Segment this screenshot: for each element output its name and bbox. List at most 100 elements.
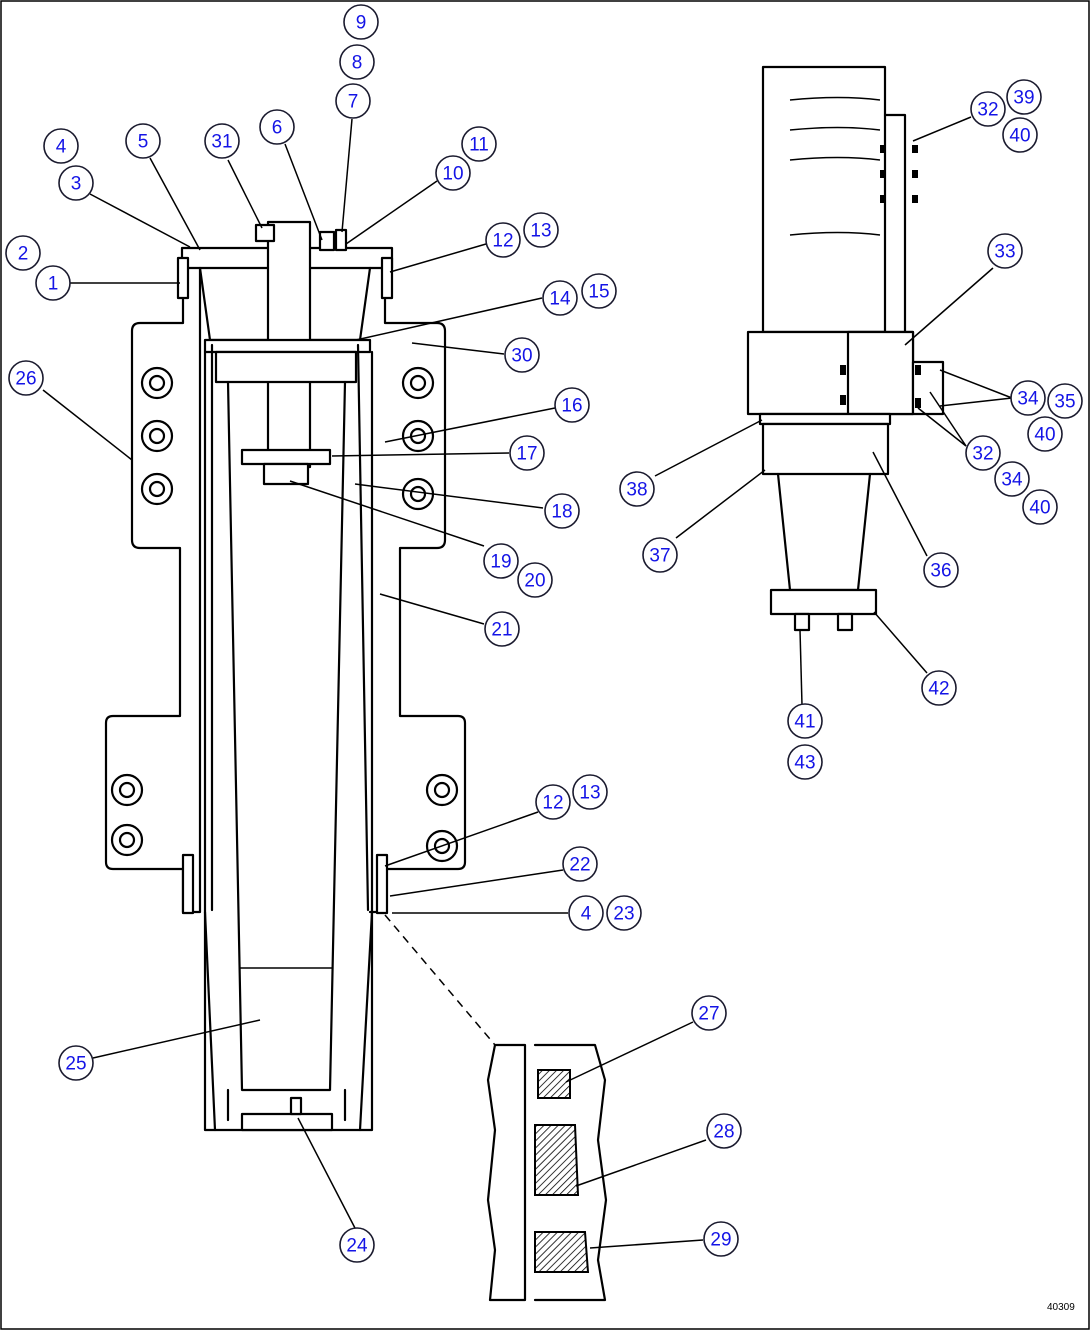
callout-circle bbox=[484, 611, 520, 647]
callout-circle bbox=[642, 537, 678, 573]
callout-number: 12 bbox=[492, 231, 513, 252]
callout-c4b: 4 bbox=[568, 895, 604, 931]
callout-circle bbox=[619, 471, 655, 507]
cap-bolt-right bbox=[380, 256, 394, 300]
callout-c19: 19 bbox=[483, 543, 519, 579]
bottom-plug bbox=[240, 1112, 334, 1132]
callout-number: 37 bbox=[649, 546, 670, 567]
callout-number: 29 bbox=[710, 1230, 731, 1251]
rod-flange bbox=[240, 448, 332, 466]
callout-number: 42 bbox=[928, 679, 949, 700]
housing-outline-right bbox=[368, 248, 467, 914]
callout-number: 20 bbox=[524, 571, 545, 592]
callout-circle bbox=[435, 155, 471, 191]
callout-c35: 35 bbox=[1047, 383, 1083, 419]
right-collar-block bbox=[846, 330, 915, 416]
callout-circle bbox=[517, 562, 553, 598]
callout-c2: 2 bbox=[5, 235, 41, 271]
callout-c8: 8 bbox=[339, 44, 375, 80]
drain-24 bbox=[289, 1096, 303, 1116]
callout-c32b: 32 bbox=[965, 435, 1001, 471]
callout-circle bbox=[1022, 489, 1058, 525]
callout-number: 27 bbox=[698, 1004, 719, 1025]
tie-rod-right bbox=[356, 343, 370, 912]
callout-c40c: 40 bbox=[1022, 489, 1058, 525]
callout-number: 16 bbox=[561, 396, 582, 417]
callout-c9: 9 bbox=[343, 4, 379, 40]
callout-circle bbox=[58, 1045, 94, 1081]
callout-circle bbox=[343, 4, 379, 40]
callout-number: 40 bbox=[1009, 126, 1030, 147]
callout-number: 18 bbox=[551, 502, 572, 523]
callout-number: 38 bbox=[626, 480, 647, 501]
callout-number: 17 bbox=[516, 444, 537, 465]
callout-number: 43 bbox=[794, 753, 815, 774]
callout-circle bbox=[787, 744, 823, 780]
seal-body bbox=[214, 350, 358, 384]
callout-c5: 5 bbox=[125, 123, 161, 159]
callout-circle bbox=[339, 44, 375, 80]
callout-number: 2 bbox=[18, 244, 29, 265]
callout-number: 32 bbox=[972, 444, 993, 465]
callout-number: 34 bbox=[1001, 470, 1023, 491]
callout-c36: 36 bbox=[923, 552, 959, 588]
callout-number: 10 bbox=[442, 164, 463, 185]
callout-c33: 33 bbox=[987, 233, 1023, 269]
callout-circle bbox=[581, 273, 617, 309]
callout-number: 4 bbox=[56, 137, 67, 158]
tube-taper-left bbox=[203, 910, 217, 1132]
callout-c7: 7 bbox=[335, 83, 371, 119]
callout-c22: 22 bbox=[562, 846, 598, 882]
callout-number: 25 bbox=[65, 1054, 86, 1075]
callout-c17: 17 bbox=[509, 435, 545, 471]
callout-circle bbox=[485, 222, 521, 258]
callout-c34b: 34 bbox=[994, 461, 1030, 497]
callout-c30: 30 bbox=[504, 337, 540, 373]
callout-c16: 16 bbox=[554, 387, 590, 423]
callout-circle bbox=[523, 212, 559, 248]
rod-nut-31 bbox=[254, 223, 276, 243]
callout-circle bbox=[572, 774, 608, 810]
seal-detail-view bbox=[384, 914, 608, 1302]
callout-c18: 18 bbox=[544, 493, 580, 529]
callout-c11: 11 bbox=[461, 126, 497, 162]
callout-number: 19 bbox=[490, 552, 511, 573]
callout-circle bbox=[1047, 383, 1083, 419]
base-plate-42 bbox=[769, 588, 878, 616]
callout-number: 24 bbox=[346, 1236, 368, 1257]
callout-circle bbox=[706, 1113, 742, 1149]
callout-number: 36 bbox=[930, 561, 951, 582]
callout-circle bbox=[787, 703, 823, 739]
callout-number: 9 bbox=[356, 13, 367, 34]
callout-c23: 23 bbox=[606, 895, 642, 931]
callout-c34a: 34 bbox=[1010, 380, 1046, 416]
seal-27 bbox=[537, 1069, 571, 1099]
callout-number: 3 bbox=[71, 174, 82, 195]
callout-c20: 20 bbox=[517, 562, 553, 598]
callout-c39: 39 bbox=[1006, 79, 1042, 115]
callout-number: 13 bbox=[530, 221, 551, 242]
callout-c29: 29 bbox=[703, 1221, 739, 1257]
callout-circle bbox=[58, 165, 94, 201]
callout-c31: 31 bbox=[204, 123, 240, 159]
callout-circle bbox=[339, 1227, 375, 1263]
callout-number: 40 bbox=[1034, 425, 1055, 446]
right-assembly bbox=[746, 65, 945, 632]
ring-38 bbox=[758, 412, 892, 426]
callout-circle bbox=[35, 265, 71, 301]
callout-circle bbox=[1002, 117, 1038, 153]
callout-circle bbox=[1010, 380, 1046, 416]
callout-number: 1 bbox=[48, 274, 59, 295]
tube-feet bbox=[226, 1088, 347, 1122]
callout-number: 32 bbox=[977, 100, 998, 121]
callout-number: 35 bbox=[1054, 392, 1075, 413]
callout-circle bbox=[994, 461, 1030, 497]
seal-28 bbox=[534, 1124, 580, 1196]
callout-circle bbox=[987, 233, 1023, 269]
callout-number: 4 bbox=[581, 904, 592, 925]
callout-c13a: 13 bbox=[523, 212, 559, 248]
callout-c24: 24 bbox=[339, 1227, 375, 1263]
callout-circle bbox=[461, 126, 497, 162]
